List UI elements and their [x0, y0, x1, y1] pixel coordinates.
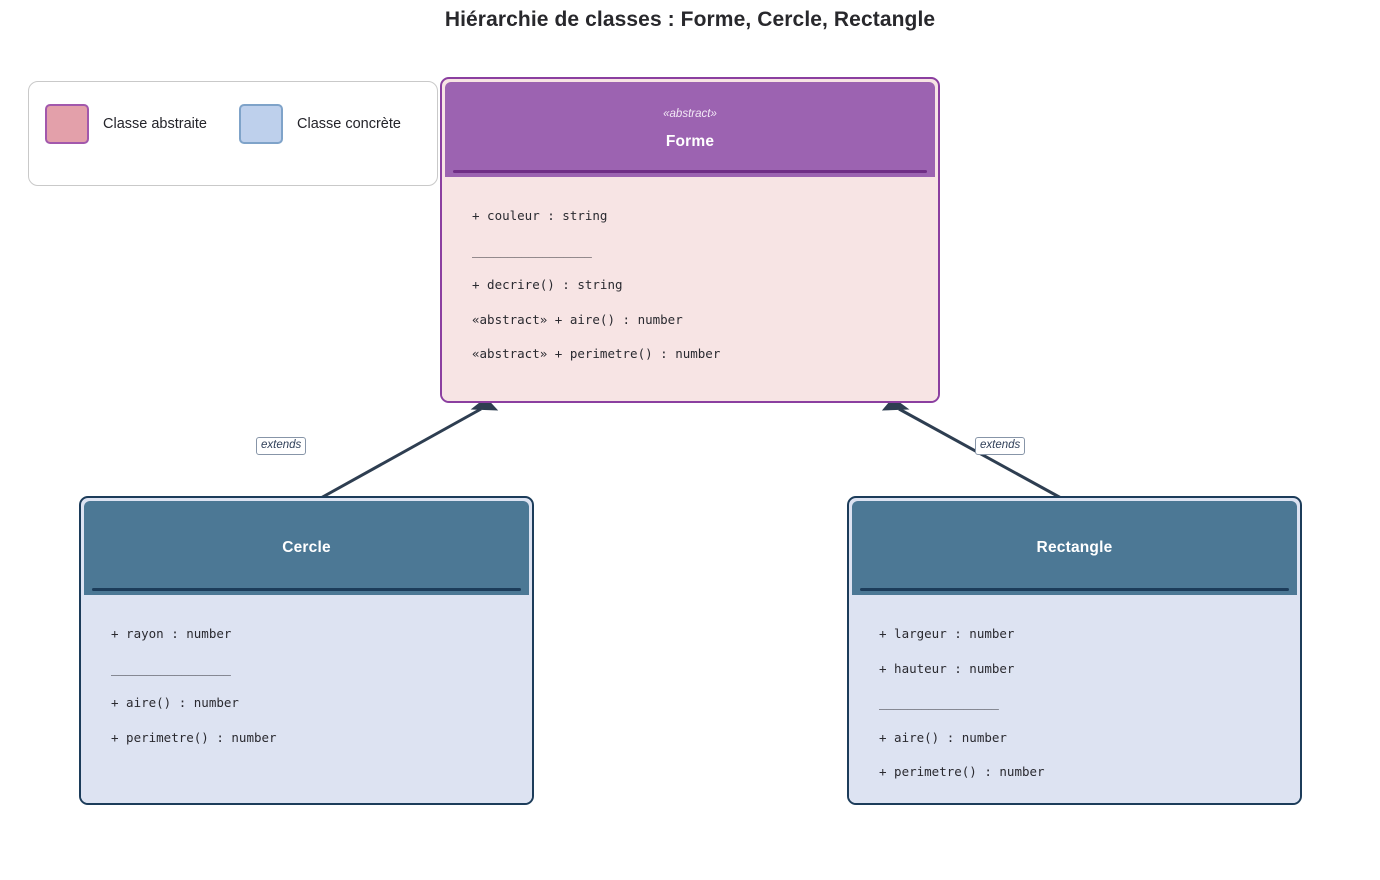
header-divider-rectangle — [860, 588, 1289, 591]
legend-panel: Classe abstraite Classe concrète — [28, 81, 438, 186]
legend-label-concrete: Classe concrète — [297, 116, 401, 132]
class-member: + largeur : number — [879, 626, 1015, 641]
class-member: + aire() : number — [111, 695, 239, 710]
header-divider-forme — [453, 170, 927, 173]
edge-label-extends-rectangle: extends — [975, 437, 1026, 455]
class-name-forme: Forme — [665, 133, 715, 150]
class-header-forme: «abstract» Forme — [445, 82, 935, 177]
class-body-forme: + couleur : string _________________ + d… — [442, 177, 938, 401]
class-stereotype-forme: «abstract» — [663, 108, 717, 120]
legend-item-abstract: Classe abstraite — [45, 104, 207, 144]
class-member: + aire() : number — [879, 729, 1007, 745]
header-divider-cercle — [92, 588, 521, 591]
class-member: + rayon : number — [111, 626, 232, 641]
class-member: + couleur : string — [472, 208, 608, 223]
legend-swatch-abstract — [45, 104, 89, 144]
page-title: Hiérarchie de classes : Forme, Cercle, R… — [444, 8, 936, 31]
class-header-cercle: Cercle — [84, 501, 529, 595]
class-member: + decrire() : string — [472, 277, 623, 292]
class-member: «abstract» + aire() : number — [472, 311, 683, 327]
class-box-rectangle[interactable]: Rectangle + largeur : number + hauteur :… — [847, 496, 1302, 805]
edge-label-extends-cercle: extends — [256, 437, 307, 455]
member-separator: _________________ — [111, 660, 231, 676]
class-member: + hauteur : number — [879, 660, 1015, 676]
edge-line-cercle-forme — [309, 407, 482, 506]
legend-label-abstract: Classe abstraite — [103, 116, 207, 132]
legend-item-concrete: Classe concrète — [239, 104, 401, 144]
class-header-rectangle: Rectangle — [852, 501, 1297, 595]
class-member: + perimetre() : number — [111, 729, 277, 745]
legend-swatch-concrete — [239, 104, 283, 144]
edge-line-rectangle-forme — [898, 407, 1073, 506]
class-body-rectangle: + largeur : number + hauteur : number __… — [849, 595, 1300, 803]
class-name-rectangle: Rectangle — [1036, 539, 1113, 556]
member-separator: _________________ — [472, 242, 592, 258]
class-body-cercle: + rayon : number _________________ + air… — [81, 595, 532, 803]
class-name-cercle: Cercle — [282, 539, 331, 556]
member-separator: _________________ — [879, 695, 999, 710]
class-box-forme[interactable]: «abstract» Forme + couleur : string ____… — [440, 77, 940, 403]
class-box-cercle[interactable]: Cercle + rayon : number ________________… — [79, 496, 534, 805]
class-member: + perimetre() : number — [879, 764, 1045, 779]
class-member: «abstract» + perimetre() : number — [472, 346, 721, 361]
